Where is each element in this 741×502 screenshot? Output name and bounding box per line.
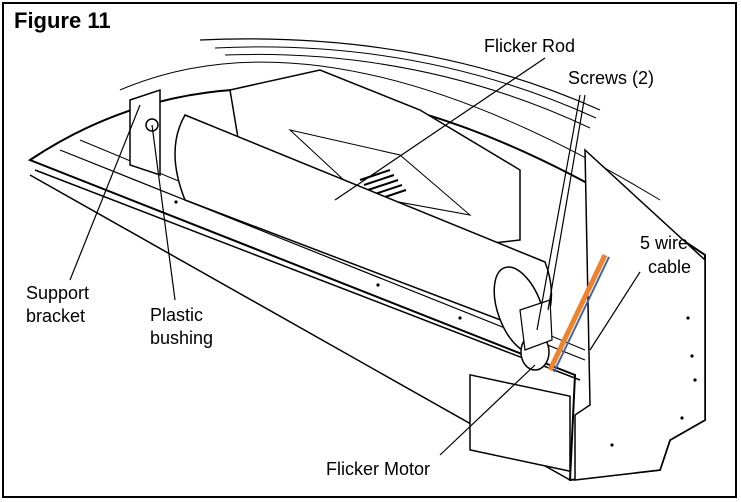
- leader-flicker-motor: [439, 364, 536, 456]
- figure-title: Figure 11: [14, 8, 111, 33]
- flicker-rod: [174, 114, 553, 336]
- label-support-bracket-line2: bracket: [26, 306, 86, 326]
- panel-hole: [680, 416, 684, 420]
- rail-rivet: [376, 283, 380, 287]
- front-rail-top: [34, 169, 581, 381]
- panel-hole: [690, 354, 694, 358]
- leader-flicker-rod: [334, 57, 546, 201]
- motor-bracket: [519, 299, 553, 351]
- five-wire-cable-orange: [547, 253, 608, 372]
- housing-top-rail-3: [224, 53, 591, 129]
- label-plastic-bushing-line2: bushing: [150, 328, 214, 348]
- label-flicker-motor: Flicker Motor: [326, 459, 431, 479]
- nameplate: [469, 373, 571, 473]
- leader-plastic-bushing: [151, 124, 176, 301]
- leader-cable: [589, 271, 641, 351]
- panel-hole: [686, 316, 690, 320]
- housing-top-rail: [199, 38, 601, 111]
- rail-rivet: [458, 316, 462, 320]
- support-bracket: [129, 88, 161, 177]
- label-five-wire-cable-line2: cable: [648, 257, 692, 277]
- leader-screws-1: [536, 94, 581, 331]
- leader-lines: [69, 57, 641, 456]
- label-flicker-rod: Flicker Rod: [484, 36, 576, 56]
- housing-top-rail-2: [214, 46, 597, 119]
- leader-support-bracket: [69, 104, 141, 281]
- label-five-wire-cable-line1: 5 wire: [640, 233, 689, 253]
- front-rail-mid: [59, 149, 586, 361]
- label-support-bracket-line1: Support: [26, 283, 90, 303]
- right-side-panel: [574, 148, 706, 481]
- panel-hole: [610, 443, 614, 447]
- five-wire-cable-blue: [553, 256, 610, 373]
- panel-hole: [693, 378, 697, 382]
- rail-rivet: [174, 200, 178, 204]
- label-plastic-bushing-line1: Plastic: [150, 305, 204, 325]
- label-screws: Screws (2): [568, 68, 655, 88]
- leader-screws-2: [547, 94, 586, 311]
